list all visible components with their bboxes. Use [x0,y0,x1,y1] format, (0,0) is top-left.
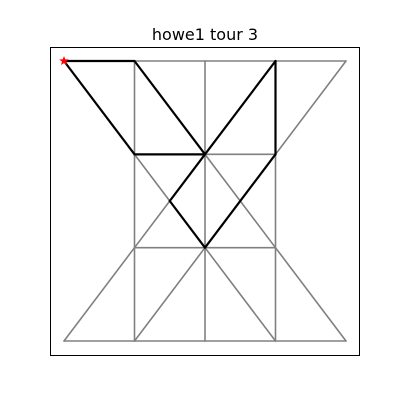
tour-edge-G-D [203,59,277,156]
tour-edge-F-A [62,59,136,156]
start-marker-star-icon [59,56,69,66]
markers [59,56,69,66]
graph-edge-G-J [204,153,242,202]
tour-path [62,59,277,249]
graph-edge-M-R [274,246,347,342]
graph-edge-L-O [133,246,206,342]
tour-edge-B-G [133,59,207,156]
graph-edge-E-H [274,60,347,156]
tour-edge-I-G [168,153,207,203]
tour-edge-H-L [203,153,277,249]
graph-edge-L-Q [204,246,277,342]
tour-edge-L-I [168,199,207,249]
graph-edge-J-M [239,200,277,249]
graph-edge-K-N [63,246,136,342]
diagram-title: howe1 tour 3 [152,25,258,44]
graph-edge-I-K [133,200,171,249]
graph-edge-F-I [133,153,171,202]
plot-frame [50,47,360,356]
